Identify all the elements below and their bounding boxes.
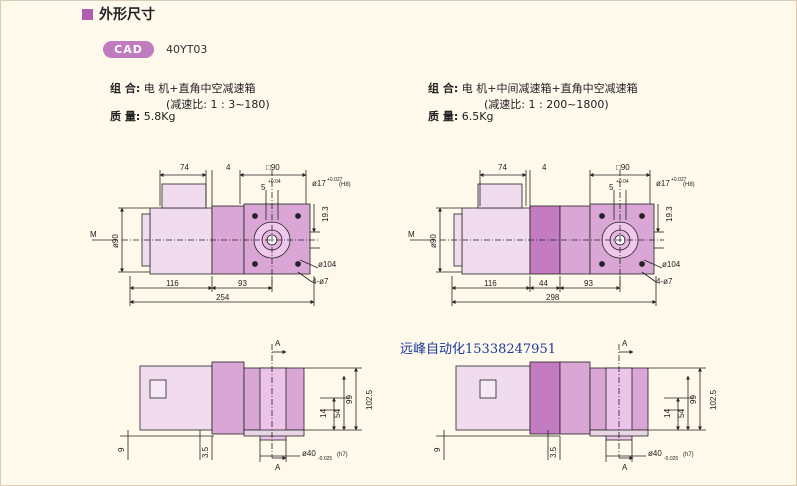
left-mass: 质 量: 5.8Kg — [110, 108, 175, 124]
dim-35-left: 3.5 — [201, 446, 210, 458]
section-a-bottom-right: A — [622, 463, 628, 472]
right-mass-label: 质 量: — [428, 110, 459, 123]
right-mass-value: 6.5Kg — [461, 110, 494, 123]
dim-1025-right: 102.5 — [709, 389, 718, 410]
dim-298: 298 — [546, 293, 560, 302]
dim-h7-right: (h7) — [683, 452, 694, 458]
section-header: 外形尺寸 — [82, 4, 155, 24]
dim-tol04-right: +0.04 — [616, 179, 629, 185]
dim-h8-right: (H8) — [683, 182, 695, 188]
dim-74-right: 74 — [498, 163, 507, 172]
dim-phi90-right: ø90 — [429, 234, 438, 248]
dim-54-left: 54 — [333, 409, 342, 418]
dim-phi90-left: ø90 — [111, 234, 120, 248]
dim-5-right: 5 — [609, 183, 614, 192]
dim-h7-left: (h7) — [337, 452, 348, 458]
dim-sq90-left: □90 — [266, 163, 280, 172]
section-a-top-right: A — [622, 339, 628, 348]
dim-116-right: 116 — [484, 279, 497, 288]
top-right-drawing — [410, 170, 664, 306]
model-number: 40YT03 — [166, 43, 208, 56]
dim-14-left: 14 — [319, 409, 328, 418]
dim-phi104-left: ø104 — [318, 260, 337, 269]
right-combo-label: 组 合: — [428, 82, 459, 95]
gearbox-body — [211, 205, 245, 275]
middle-gearbox — [529, 361, 561, 435]
top-left-drawing — [92, 170, 320, 306]
dim-116-left: 116 — [166, 279, 179, 288]
dim-bore-tol-right: +0.027 — [671, 177, 687, 183]
dim-93-right: 93 — [584, 279, 593, 288]
section-title: 外形尺寸 — [99, 7, 155, 23]
dim-4-right: 4 — [542, 163, 547, 172]
right-mass: 质 量: 6.5Kg — [428, 108, 493, 124]
dim-bore-tol-left: +0.027 — [327, 177, 343, 183]
dim-74-left: 74 — [180, 163, 189, 172]
right-ratio: (减速比: 1 : 200~1800) — [484, 98, 609, 111]
dim-shaft-right: ø40 — [648, 449, 662, 458]
header-square-icon — [82, 8, 93, 20]
section-a-top-left: A — [275, 339, 281, 348]
right-combo-value: 电 机+中间减速箱+直角中空减速箱 — [461, 82, 638, 95]
left-mass-label: 质 量: — [110, 110, 141, 123]
watermark-text: 远峰自动化15338247951 — [400, 342, 556, 357]
dim-4-left: 4 — [226, 163, 231, 172]
left-combo: 组 合: 电 机+直角中空减速箱 — [110, 80, 255, 96]
dim-254: 254 — [216, 293, 230, 302]
left-combo-label: 组 合: — [110, 82, 141, 95]
dim-1025-left: 102.5 — [365, 389, 374, 410]
dim-193-right: 19.3 — [665, 206, 674, 222]
cad-badge[interactable]: CAD — [103, 41, 154, 58]
dim-193-left: 19.3 — [321, 206, 330, 222]
dim-93-left: 93 — [238, 279, 247, 288]
dim-m-right: M — [408, 230, 415, 239]
dim-tol04-left: +0.04 — [268, 179, 281, 185]
gearbox-body — [211, 361, 245, 435]
dim-44: 44 — [539, 279, 548, 288]
dim-99-right: 99 — [689, 395, 698, 404]
dim-54-right: 54 — [677, 409, 686, 418]
dim-sq90-right: □90 — [616, 163, 630, 172]
terminal-box — [161, 183, 207, 209]
dim-shaft-left: ø40 — [302, 449, 316, 458]
dim-holes-right: 4-ø7 — [656, 277, 673, 286]
dim-holes-left: 4-ø7 — [312, 277, 329, 286]
dim-14-right: 14 — [663, 409, 672, 418]
dim-9-left: 9 — [117, 447, 126, 452]
bottom-left-drawing — [120, 344, 362, 462]
bottom-right-drawing — [436, 344, 706, 462]
dim-5-left: 5 — [261, 183, 266, 192]
dim-bore-left: ø17 — [312, 179, 326, 188]
gearbox-body — [559, 361, 591, 435]
dim-shaft-tol-right: -0.025 — [664, 456, 678, 462]
left-mass-value: 5.8Kg — [143, 110, 176, 123]
dim-99-left: 99 — [345, 395, 354, 404]
left-ratio: (减速比: 1 : 3~180) — [166, 98, 270, 111]
dim-m-left: M — [90, 230, 97, 239]
dim-bore-right: ø17 — [656, 179, 670, 188]
dim-9-right: 9 — [433, 447, 442, 452]
left-combo-value: 电 机+直角中空减速箱 — [143, 82, 256, 95]
section-a-bottom-left: A — [275, 463, 281, 472]
motor-body — [149, 207, 213, 275]
terminal-box — [477, 183, 523, 209]
dim-h8-left: (H8) — [339, 182, 351, 188]
right-combo: 组 合: 电 机+中间减速箱+直角中空减速箱 — [428, 80, 638, 96]
dim-shaft-tol-left: -0.025 — [318, 456, 332, 462]
dim-35-right: 3.5 — [549, 446, 558, 458]
dim-phi104-right: ø104 — [662, 260, 681, 269]
motor-body — [461, 207, 531, 275]
